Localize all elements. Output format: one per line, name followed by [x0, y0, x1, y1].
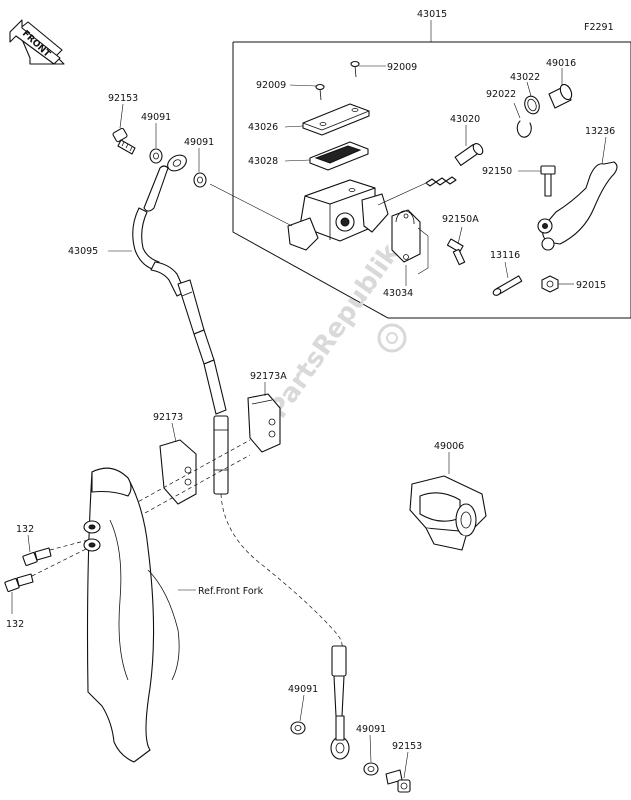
label-43020: 43020 [450, 114, 480, 125]
label-43028: 43028 [248, 156, 278, 167]
banjo-bolt-92153-upper [112, 127, 136, 155]
label-43015: 43015 [417, 9, 447, 20]
label-92009-left: 92009 [256, 80, 286, 91]
label-92150a: 92150A [442, 214, 479, 225]
label-49006: 49006 [434, 441, 464, 452]
label-92173a: 92173A [250, 371, 287, 382]
bolt-132-upper [22, 539, 89, 567]
clamp-43034 [391, 209, 421, 263]
protector-49006 [409, 475, 487, 551]
watermark: PartsRepublik [263, 238, 406, 424]
hose-clamp-92173 [159, 439, 197, 505]
label-13236: 13236 [585, 126, 615, 137]
label-49091-a: 49091 [141, 112, 171, 123]
master-cylinder-body [287, 179, 389, 251]
label-132-upper: 132 [16, 524, 34, 535]
hose-clamp-92173a [247, 393, 281, 453]
dust-boot-49016 [548, 83, 573, 109]
brake-hose-43095 [132, 154, 350, 760]
label-92153-lower: 92153 [392, 741, 422, 752]
label-132-lower: 132 [6, 619, 24, 630]
label-92173: 92173 [153, 412, 183, 423]
screw-92009-left [315, 83, 325, 101]
washer-49091-a [149, 148, 163, 164]
label-43034: 43034 [383, 288, 413, 299]
nut-92015 [541, 275, 559, 293]
diaphragm-43028 [309, 141, 369, 171]
label-43095: 43095 [68, 246, 98, 257]
washer-49091-d [363, 762, 379, 776]
screw-92009-right [350, 60, 360, 78]
label-92022: 92022 [486, 89, 516, 100]
banjo-bolt-92153-lower [385, 769, 411, 793]
reservoir-cover-43026 [302, 103, 370, 136]
washer-49091-c [290, 721, 306, 735]
washer-49091-b [193, 172, 207, 188]
circlip-92022 [516, 120, 532, 138]
bolt-92150 [540, 165, 556, 197]
reference-note: Ref.Front Fork [198, 586, 264, 597]
ring-43022 [524, 95, 540, 115]
label-43022: 43022 [510, 72, 540, 83]
bolt-132-lower [4, 547, 89, 593]
label-49091-d: 49091 [356, 724, 386, 735]
label-49016: 49016 [546, 58, 576, 69]
label-92015: 92015 [576, 280, 606, 291]
front-arrow-icon: FRONT [9, 19, 65, 65]
fork-guard [83, 467, 180, 763]
label-92153-upper: 92153 [108, 93, 138, 104]
piston-spring-43020 [425, 143, 484, 187]
label-92150: 92150 [482, 166, 512, 177]
label-49091-b: 49091 [184, 137, 214, 148]
label-13116: 13116 [490, 250, 520, 261]
pin-13116 [492, 275, 523, 296]
bolt-92150a [446, 238, 466, 266]
diagram-code: F2291 [584, 22, 614, 33]
assembly-frame [232, 41, 631, 319]
brake-lever-13236 [537, 161, 618, 251]
label-43026: 43026 [248, 122, 278, 133]
gear-watermark-icon [377, 323, 407, 353]
label-49091-c: 49091 [288, 684, 318, 695]
label-92009-right: 92009 [387, 62, 417, 73]
